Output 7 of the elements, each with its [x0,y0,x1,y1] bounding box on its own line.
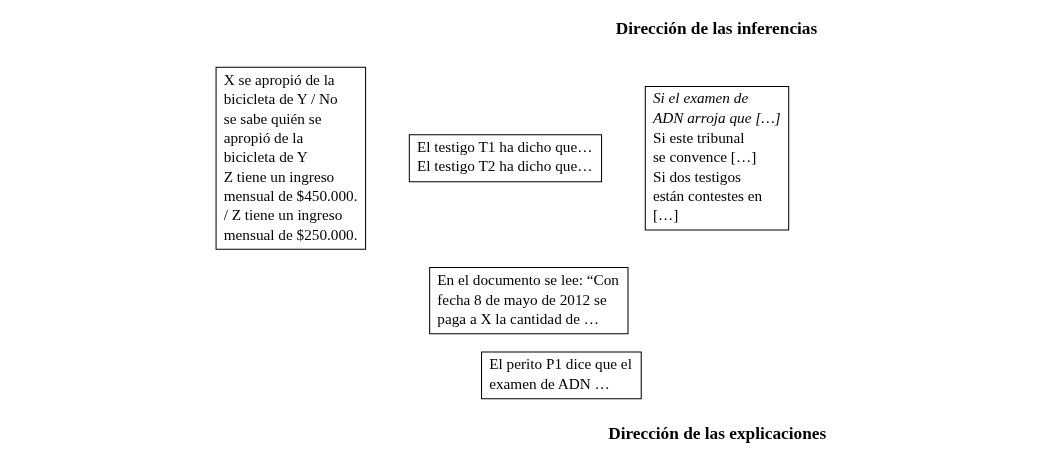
node-box: X se apropió de la bicicleta de Y / No se sabe quién se apropió de la bicicleta de Y Z tiene un ingreso mensual de $450.000. / Z tiene un ingreso mensual de $250.000. [215,66,366,250]
node-box: El perito P1 dice que el examen de ADN … [480,351,642,400]
label: Dirección de las explicaciones [607,423,826,443]
node-box: En el documento se lee: “Con fecha 8 de mayo de 2012 se paga a X la cantidad de … [428,267,628,335]
node-box: El testigo T1 ha dicho que… El testigo T2 ha dicho que… [408,134,602,183]
node-box: Si el examen de ADN arroja que […] Si este tribunal se convence […] Si dos testigos están contestes en […] [644,86,789,231]
label: Dirección de las inferencias [615,18,817,38]
